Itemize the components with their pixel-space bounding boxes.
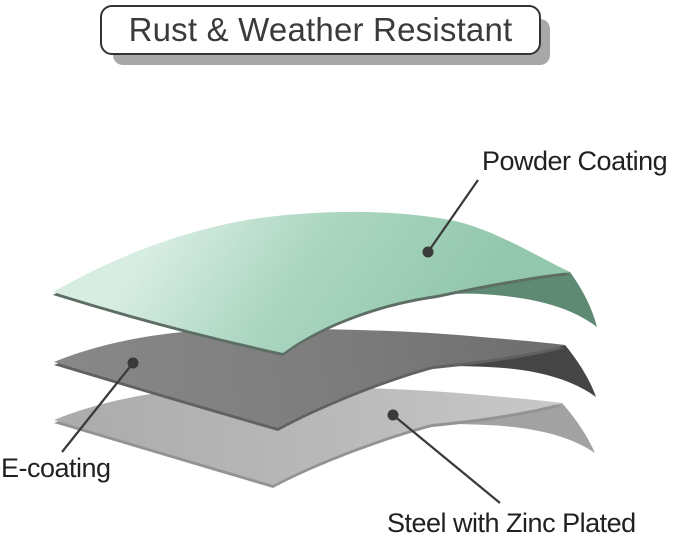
e-coating-callout (61, 357, 139, 453)
steel-face (54, 386, 562, 485)
e-coating-leader-line (61, 362, 134, 453)
e-coating-label: E-coating (1, 453, 111, 483)
layer-e-coating (54, 328, 596, 431)
powder-coating-label: Powder Coating (482, 146, 668, 176)
layer-steel-zinc-plated (54, 386, 595, 488)
ecoat-underside (433, 345, 596, 397)
powder-coating-callout (422, 179, 479, 258)
ecoat-face (54, 328, 565, 428)
powder-coating-leader-line (427, 179, 479, 253)
powder-coating-callout-dot (422, 246, 434, 258)
steel-callout-dot (387, 409, 399, 421)
steel-callout (387, 409, 501, 504)
steel-leader-line (392, 414, 501, 504)
steel-zinc-plated-label: Steel with Zinc Plated (387, 508, 636, 538)
title-text: Rust & Weather Resistant (128, 11, 513, 48)
powder-face (53, 211, 570, 353)
title-banner: Rust & Weather Resistant (100, 5, 541, 55)
steel-underside (432, 403, 595, 453)
powder-underside (437, 272, 597, 327)
e-coating-callout-dot (127, 357, 139, 369)
layer-powder-coating (53, 211, 597, 356)
